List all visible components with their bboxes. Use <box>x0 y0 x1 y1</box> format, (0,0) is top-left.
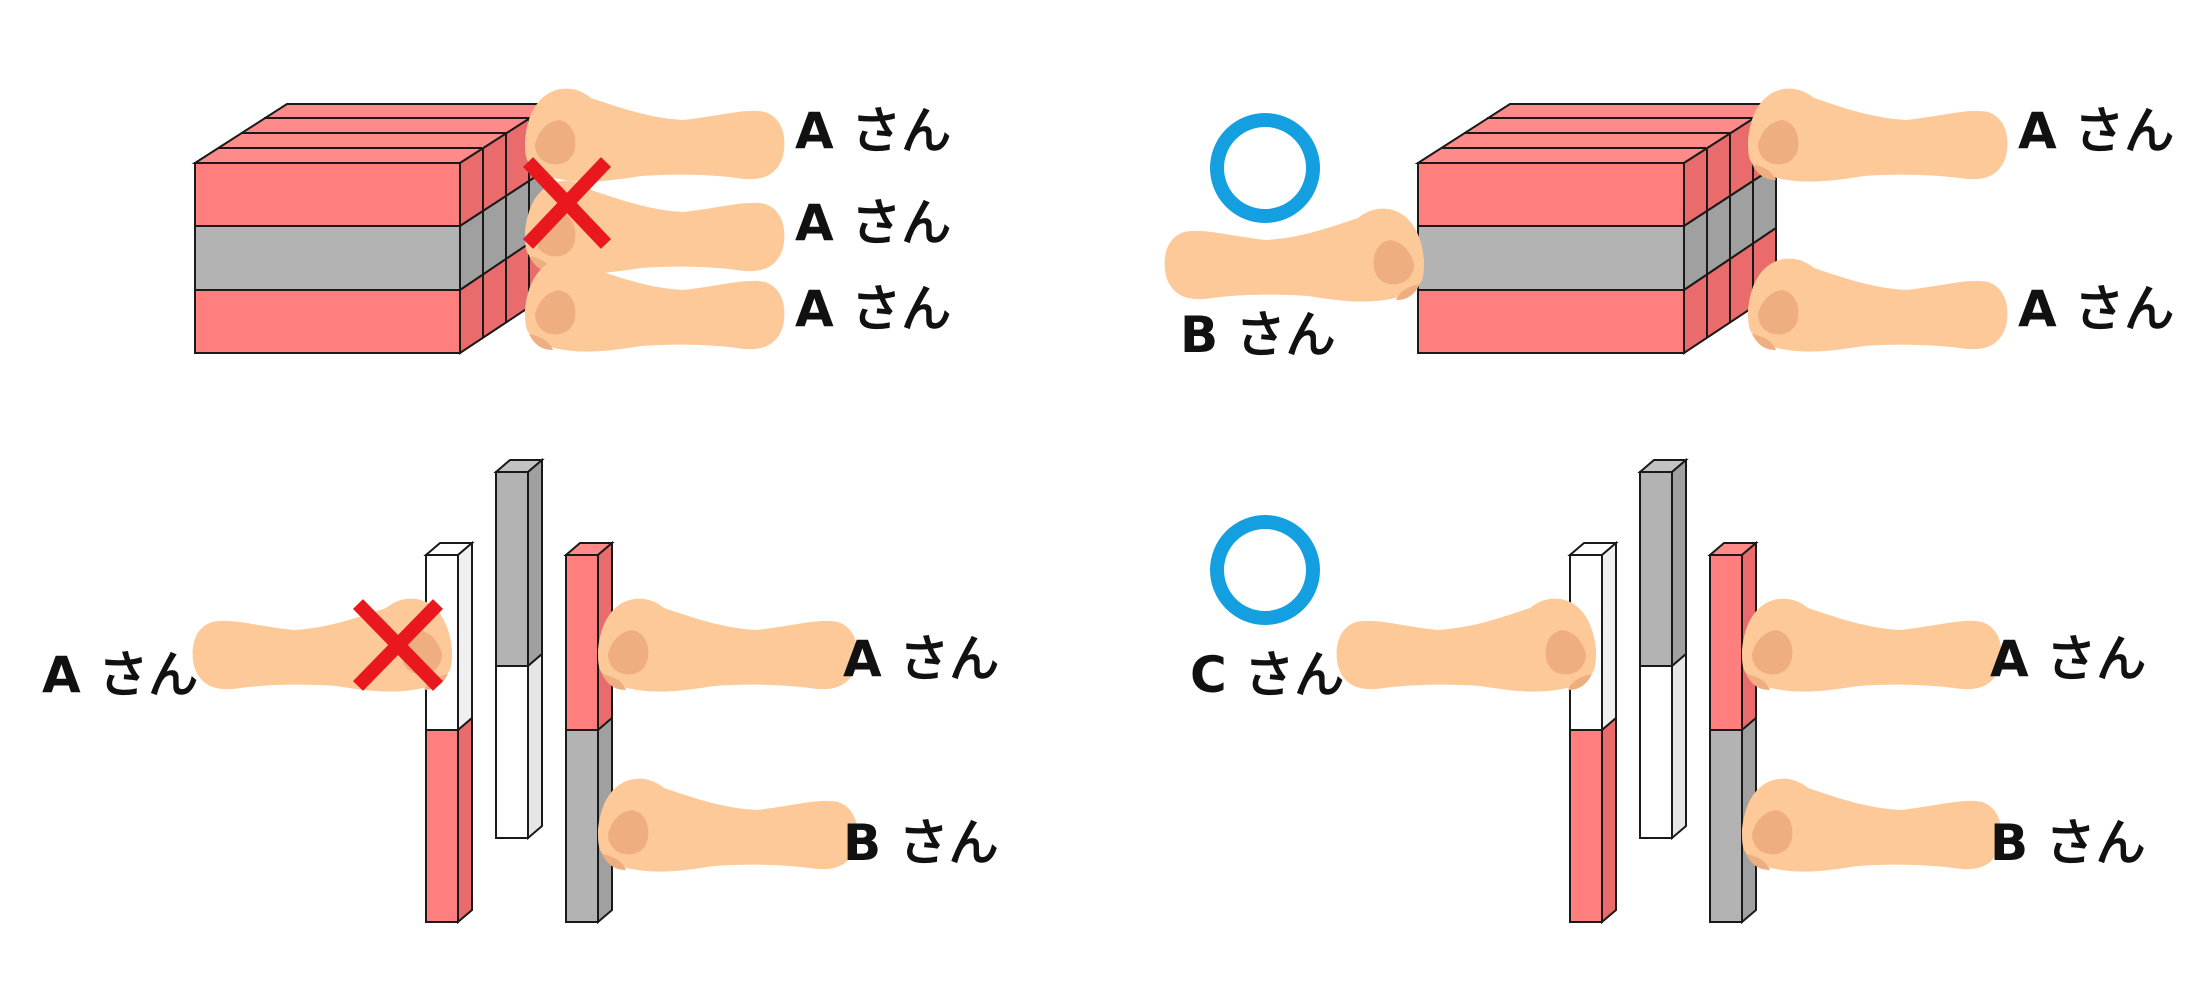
rod-bottom-white <box>1639 665 1673 839</box>
person-label: A さん <box>795 280 951 338</box>
hand-icon <box>1748 258 2008 352</box>
hand-icon <box>193 599 452 692</box>
person-label: A さん <box>1990 630 2146 688</box>
circle-mark-icon <box>1210 515 1320 625</box>
rod-top-red <box>565 554 599 731</box>
hand-icon <box>525 258 785 352</box>
cross-mark-icon <box>522 157 612 249</box>
hand-icon <box>1748 88 2008 182</box>
rod-bottom-red <box>425 729 459 923</box>
person-label: B さん <box>843 814 999 872</box>
panel-bottom-left: A さん A さん B さん <box>42 457 999 925</box>
person-label: A さん <box>795 102 951 160</box>
panel-top-right: A さん A さん B さん <box>1165 88 2174 364</box>
rod-top-gray <box>495 471 529 667</box>
person-label: C さん <box>1190 646 1344 704</box>
person-label: A さん <box>843 630 999 688</box>
panel-top-left: A さん A さん A さん <box>191 88 951 355</box>
rod-top-gray <box>1639 471 1673 667</box>
person-label: A さん <box>2018 102 2174 160</box>
stacked-block-cube <box>1414 102 1780 355</box>
hand-icon <box>525 88 785 182</box>
rod-bottom-gray <box>1709 729 1743 923</box>
cross-mark-icon <box>352 599 444 691</box>
person-label: A さん <box>42 646 198 704</box>
hand-icon <box>1337 599 1596 692</box>
cube-front-red-top <box>194 162 461 227</box>
rod-bottom-white <box>495 665 529 839</box>
hand-icon <box>1742 598 2002 692</box>
cube-front-gray <box>194 225 461 291</box>
person-label: A さん <box>795 194 951 252</box>
person-label: B さん <box>1990 814 2146 872</box>
stacked-block-cube <box>191 102 556 355</box>
cube-front-gray <box>1417 225 1685 291</box>
standing-rods <box>423 457 615 925</box>
rod-bottom-gray <box>565 729 599 923</box>
rod-top-red <box>1709 554 1743 731</box>
hand-icon <box>1165 209 1424 302</box>
cube-front-red-bottom <box>194 289 461 354</box>
cube-front-red-top <box>1417 162 1685 227</box>
standing-rods <box>1567 457 1759 925</box>
hand-icon <box>598 598 858 692</box>
cube-front-red-bottom <box>1417 289 1685 354</box>
circle-mark-icon <box>1210 113 1320 223</box>
panel-bottom-right: C さん A さん B さん <box>1190 457 2146 925</box>
person-label: B さん <box>1180 306 1336 364</box>
hand-icon <box>598 778 858 872</box>
hand-icon <box>1742 778 2002 872</box>
rod-bottom-red <box>1569 729 1603 923</box>
person-label: A さん <box>2018 280 2174 338</box>
